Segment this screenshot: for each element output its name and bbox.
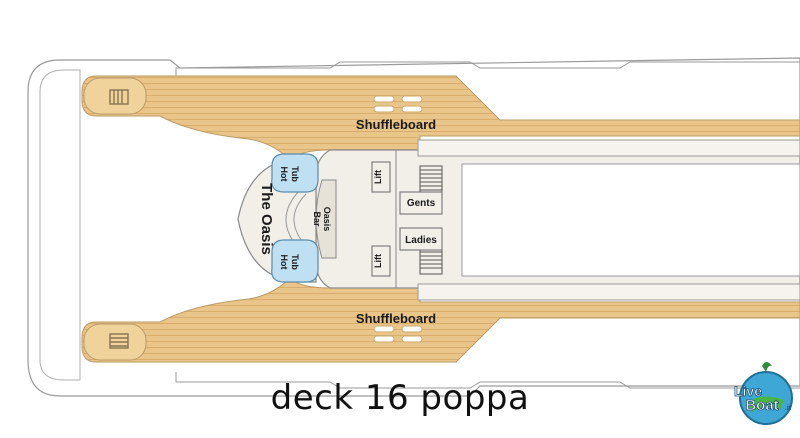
oasis-bar — [315, 179, 337, 259]
label-shuffleboard-top: Shuffleboard — [356, 117, 436, 132]
corridor-top — [417, 139, 800, 157]
logo-word-live: Live — [734, 383, 762, 399]
lift-top — [371, 161, 391, 193]
liveboat-logo: Live Boat .it — [734, 362, 793, 425]
label-the-oasis: The Oasis — [258, 183, 275, 255]
loungers-bottom — [373, 325, 423, 343]
hot-tub-top — [271, 153, 319, 193]
label-hot-tub-bottom-2: Tub — [290, 254, 300, 270]
label-hot-tub-top-2: Tub — [290, 166, 300, 182]
label-lift-bottom: Lift — [373, 254, 383, 268]
hull-side-top — [175, 61, 800, 78]
restroom-gents — [399, 191, 443, 215]
hot-tub-bottom — [271, 239, 319, 283]
label-hot-tub-bottom-1: Hot — [279, 255, 289, 270]
restroom-ladies — [399, 227, 443, 251]
label-lift-top: Lift — [373, 170, 383, 184]
stern-area — [39, 69, 81, 381]
stairs-icon-bottom — [109, 333, 129, 349]
label-oasis-bar-1: Oasis — [322, 207, 332, 232]
stairs-icon-top — [109, 89, 129, 105]
label-gents: Gents — [407, 198, 436, 209]
deck-bottom — [81, 277, 800, 363]
logo-suffix: .it — [785, 405, 792, 412]
stairs-top — [419, 165, 443, 197]
label-oasis-bar-2: Bar — [312, 211, 322, 227]
label-shuffleboard-bottom: Shuffleboard — [356, 311, 436, 326]
logo-word-boat: Boat — [745, 397, 778, 414]
hull-side-bottom — [175, 372, 800, 389]
lift-bottom — [371, 245, 391, 277]
corridor-bottom — [417, 283, 800, 301]
deck-top — [81, 75, 800, 161]
deck-top-end-cap — [83, 77, 147, 115]
label-ladies: Ladies — [405, 235, 437, 246]
label-hot-tub-top-1: Hot — [279, 167, 289, 182]
deck-caption: deck 16 poppa — [270, 378, 530, 418]
loungers-top — [373, 95, 423, 113]
funnel-void — [461, 163, 800, 277]
